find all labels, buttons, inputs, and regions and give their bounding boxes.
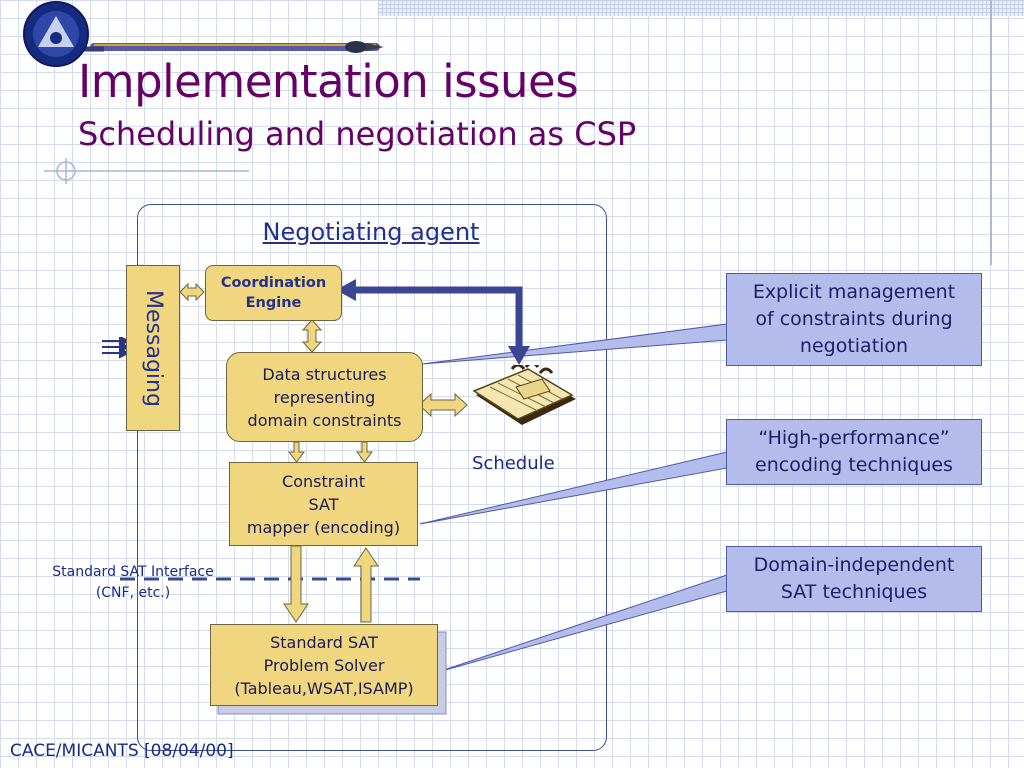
right-rule — [990, 0, 992, 265]
data-mapper-arrow-left — [288, 441, 305, 463]
schedule-book-icon — [472, 365, 576, 425]
data-structures-box: Data structures representing domain cons… — [226, 352, 423, 442]
coordination-engine-line2: Engine — [245, 295, 302, 311]
messaging-coordination-arrow — [179, 282, 205, 302]
mapper-solver-arrow — [283, 545, 309, 623]
page-title: Implementation issues — [78, 55, 579, 108]
agent-frame — [137, 204, 607, 751]
callout-1-line3: negotiation — [799, 335, 909, 357]
top-band — [378, 0, 1024, 16]
coordination-engine-box: Coordination Engine — [205, 265, 342, 321]
data-structures-line1: Data structures — [262, 364, 387, 384]
callout-explicit-management: Explicit management of constraints durin… — [726, 273, 982, 366]
sat-solver-box: Standard SAT Problem Solver (Tableau,WSA… — [210, 624, 438, 706]
agent-label: Negotiating agent — [262, 218, 480, 246]
data-structures-line3: domain constraints — [247, 410, 402, 430]
callout-2-line2: encoding techniques — [755, 454, 953, 476]
messaging-label: Messaging — [140, 289, 166, 407]
messaging-box: Messaging — [126, 265, 180, 431]
solver-line3: (Tableau,WSAT,ISAMP) — [234, 678, 414, 698]
callout-pointer-3 — [437, 574, 728, 673]
page-subtitle: Scheduling and negotiation as CSP — [78, 115, 637, 153]
logo-badge-icon — [23, 1, 384, 67]
constraint-mapper-box: Constraint SAT mapper (encoding) — [229, 462, 418, 546]
solver-mapper-arrow — [353, 547, 379, 623]
callout-2-line1: “High-performance” — [758, 427, 950, 449]
data-structures-line2: representing — [273, 387, 376, 407]
mapper-line3: mapper (encoding) — [246, 517, 401, 537]
link-arrowhead-down — [508, 346, 530, 365]
footer: CACE/MICANTS [08/04/00] — [10, 741, 234, 761]
callout-3-line2: SAT techniques — [780, 581, 928, 603]
coordination-schedule-link — [350, 286, 523, 352]
callout-domain-independent: Domain-independent SAT techniques — [726, 546, 982, 612]
callout-pointer-2 — [419, 451, 728, 525]
solver-line1: Standard SAT — [270, 632, 378, 652]
mapper-line2: SAT — [308, 494, 339, 514]
crosshair-ornament — [44, 158, 249, 184]
callout-3-line1: Domain-independent — [753, 554, 955, 576]
coordination-engine-line1: Coordination — [220, 275, 327, 291]
message-arrows-icon — [102, 337, 130, 359]
schedule-label: Schedule — [472, 453, 555, 474]
link-arrowhead-left — [336, 279, 356, 301]
data-mapper-arrow-right — [356, 441, 373, 463]
callout-1-line2: of constraints during — [755, 308, 953, 330]
callout-1-line1: Explicit management — [752, 281, 956, 303]
data-schedule-arrow — [418, 392, 468, 418]
solver-line2: Problem Solver — [263, 655, 385, 675]
sat-interface-line2: (CNF, etc.) — [95, 585, 171, 601]
coordination-data-arrow — [301, 319, 323, 353]
mapper-line1: Constraint — [282, 471, 365, 491]
callout-pointer-1 — [421, 323, 728, 365]
sat-interface-label: Standard SAT Interface (CNF, etc.) — [42, 562, 224, 604]
sat-interface-line1: Standard SAT Interface — [52, 564, 214, 580]
callout-high-performance: “High-performance” encoding techniques — [726, 419, 982, 485]
